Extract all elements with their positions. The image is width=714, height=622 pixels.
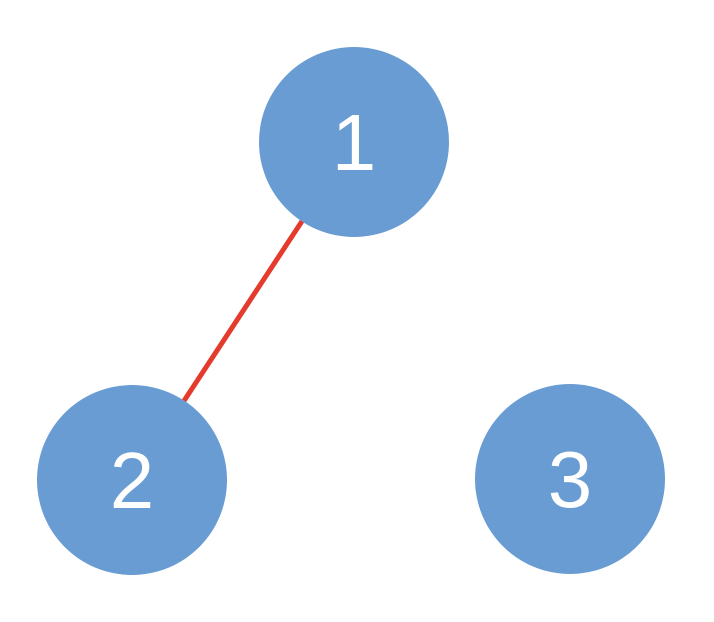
node-group-1: 1 (259, 47, 449, 237)
node-group-3: 3 (475, 384, 665, 574)
node-circle-2[interactable] (37, 385, 227, 575)
node-group-2: 2 (37, 385, 227, 575)
node-circle-3[interactable] (475, 384, 665, 574)
node-circle-1[interactable] (259, 47, 449, 237)
